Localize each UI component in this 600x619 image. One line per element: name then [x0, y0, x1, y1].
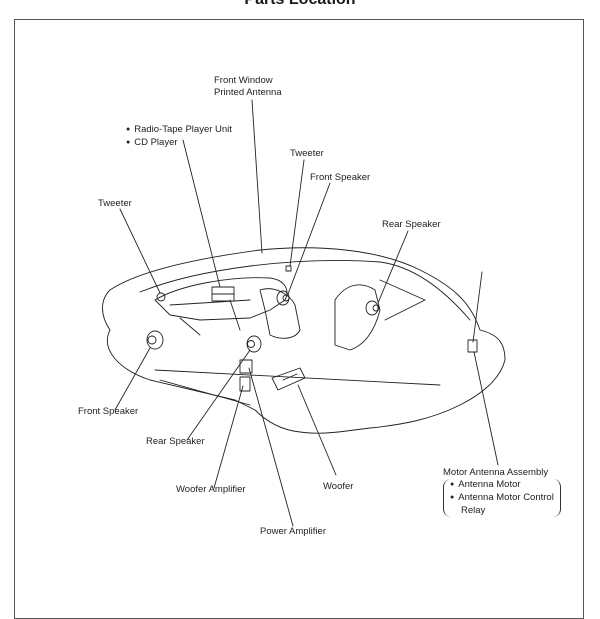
label-relay: Relay: [461, 505, 486, 516]
label-motor-antenna-assembly: Motor Antenna Assembly: [443, 467, 549, 478]
woofer-amplifier-part: [239, 359, 253, 374]
leader-radio: [182, 139, 221, 288]
label-front-window-antenna: Front Window Printed Antenna: [214, 75, 282, 99]
label-antenna-motor: Antenna Motor: [450, 479, 554, 492]
label-motor-antenna-items: Antenna Motor Antenna Motor Control Rela…: [443, 479, 561, 517]
tweeter-left-part: [156, 292, 166, 302]
leader-woofer: [297, 384, 337, 476]
radio-unit: [211, 286, 235, 302]
leader-rear-speaker-top: [377, 230, 409, 304]
tweeter-top-part: [285, 265, 292, 272]
leader-front-speaker-bottom: [114, 347, 151, 411]
front-seat: [259, 288, 301, 339]
label-tweeter-top: Tweeter: [290, 148, 324, 159]
front-speaker-top-part: [276, 290, 290, 306]
motor-antenna-part: [467, 271, 483, 353]
label-woofer-amplifier: Woofer Amplifier: [176, 484, 246, 495]
leader-tweeter-left: [119, 208, 161, 294]
rear-deck: [379, 279, 426, 321]
rear-seat: [334, 284, 381, 351]
dashboard: [154, 277, 288, 321]
woofer-part: [271, 367, 306, 391]
rear-speaker-bottom-part: [246, 335, 262, 353]
leader-tweeter-top: [289, 159, 305, 267]
leader-woofer-amplifier: [213, 385, 244, 489]
label-tweeter-left: Tweeter: [98, 198, 132, 209]
power-amplifier-part: [239, 376, 251, 392]
leader-front-speaker-top: [287, 182, 331, 295]
car-floor-line: [154, 369, 441, 386]
label-front-speaker-bottom: Front Speaker: [78, 406, 139, 417]
label-line: Front Window: [214, 75, 273, 86]
diagram-title: Parts Location: [0, 0, 600, 9]
leader-motor-antenna: [473, 351, 499, 466]
leader-front-window-antenna: [251, 99, 263, 254]
label-rear-speaker-top: Rear Speaker: [382, 219, 441, 230]
label-power-amplifier: Power Amplifier: [260, 526, 326, 537]
car-body-outline: [102, 247, 506, 434]
label-cd-player: CD Player: [126, 137, 232, 150]
label-antenna-motor-control: Antenna Motor Control: [450, 492, 554, 505]
rear-speaker-top-part: [365, 300, 380, 316]
car-roof-line: [139, 260, 471, 321]
label-woofer: Woofer: [323, 481, 354, 492]
front-speaker-bottom-part: [146, 330, 164, 350]
label-line: Printed Antenna: [214, 87, 282, 98]
leader-power-amplifier: [248, 367, 294, 527]
label-radio-tape: Radio-Tape Player Unit: [126, 124, 232, 137]
car-sill-line: [159, 379, 251, 406]
dash-inner: [169, 299, 251, 336]
label-front-speaker-top: Front Speaker: [310, 172, 371, 183]
label-rear-speaker-bottom: Rear Speaker: [146, 436, 205, 447]
label-radio-group: Radio-Tape Player Unit CD Player: [126, 124, 232, 150]
leader-rear-speaker-bottom: [186, 349, 251, 441]
